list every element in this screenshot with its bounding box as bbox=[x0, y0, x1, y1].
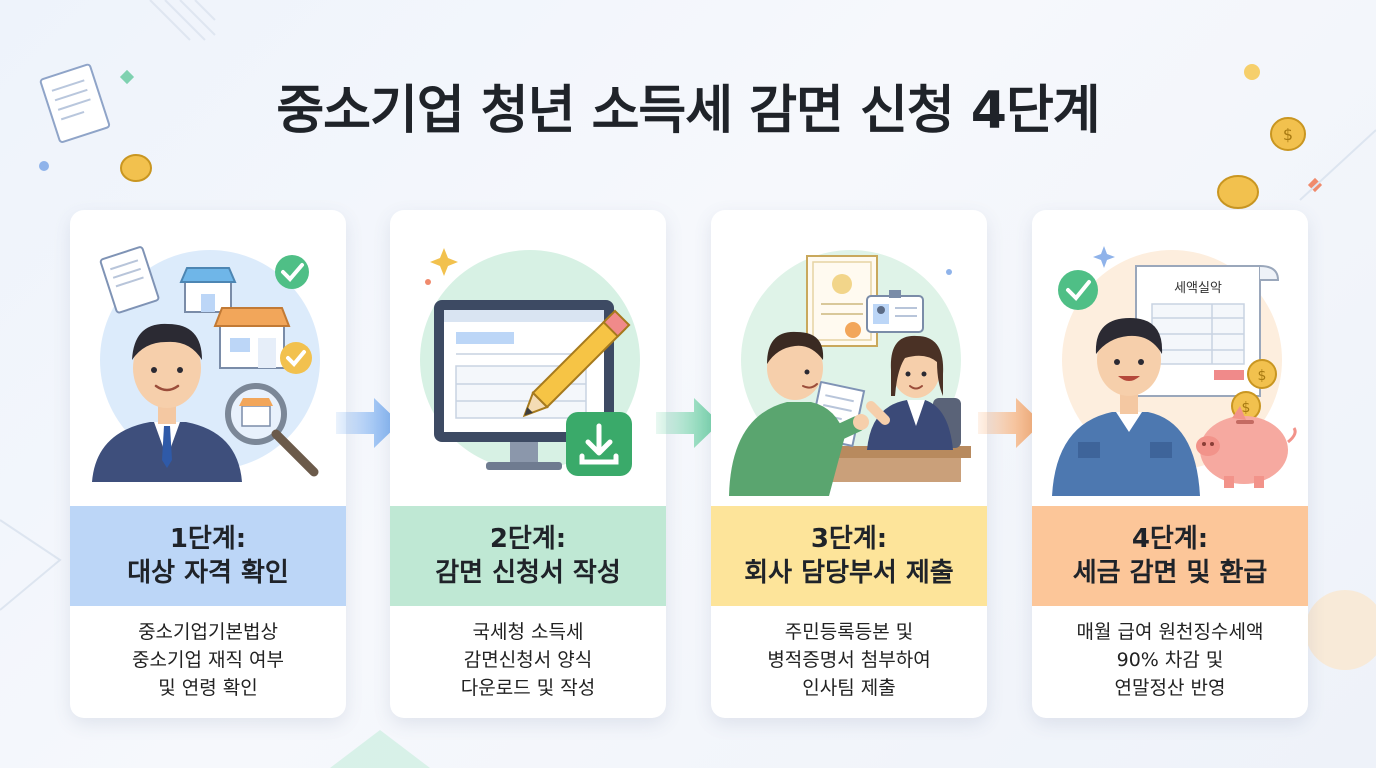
person-icon bbox=[1052, 318, 1200, 496]
pencil-icon bbox=[522, 309, 631, 418]
step-4-label: 4단계: bbox=[1131, 524, 1209, 554]
document-icon bbox=[99, 246, 160, 314]
person-icon bbox=[866, 335, 961, 450]
step-2-description: 국세청 소득세 감면신청서 양식 다운로드 및 작성 bbox=[390, 610, 666, 710]
person-icon bbox=[92, 323, 242, 482]
step-4-illustration: 세액실악 $ $ bbox=[1052, 246, 1297, 496]
coin-icon: $ bbox=[1247, 359, 1277, 389]
download-icon bbox=[566, 412, 632, 476]
step-2-title: 감면 신청서 작성 bbox=[435, 558, 621, 588]
step-3-desc-line: 인사팀 제출 bbox=[802, 677, 896, 699]
step-card-2: 2단계: 감면 신청서 작성 국세청 소득세 감면신청서 양식 다운로드 및 작… bbox=[390, 210, 666, 718]
sparkle-icon bbox=[1093, 246, 1115, 268]
step-card-4: 세액실악 $ $ bbox=[1032, 210, 1308, 718]
certificate-icon bbox=[806, 255, 878, 347]
step-2-illustration bbox=[420, 248, 640, 476]
step-1-desc-line: 및 연령 확인 bbox=[158, 677, 258, 699]
step-2-desc-line: 다운로드 및 작성 bbox=[460, 677, 596, 699]
step-1-description: 중소기업기본법상 중소기업 재직 여부 및 연령 확인 bbox=[70, 610, 346, 710]
step-2-heading: 2단계: 감면 신청서 작성 bbox=[390, 506, 666, 606]
step-4-desc-line: 매월 급여 원천징수세액 bbox=[1076, 621, 1264, 643]
receipt-title: 세액실악 bbox=[1174, 281, 1222, 296]
stripes-decoration bbox=[149, 0, 216, 41]
coin-icon bbox=[1217, 175, 1259, 209]
step-1-heading: 1단계: 대상 자격 확인 bbox=[70, 506, 346, 606]
piggy-bank-icon bbox=[1196, 406, 1297, 488]
receipt-icon: 세액실악 bbox=[1135, 265, 1280, 397]
step-1-desc-line: 중소기업 재직 여부 bbox=[132, 649, 284, 671]
step-4-desc-line: 연말정산 반영 bbox=[1114, 677, 1226, 699]
arrow-right-icon bbox=[336, 398, 400, 448]
step-2-desc-line: 감면신청서 양식 bbox=[463, 649, 593, 671]
step-card-3: 3단계: 회사 담당부서 제출 주민등록등본 및 병적증명서 첨부하여 인사팀 … bbox=[711, 210, 987, 718]
check-icon bbox=[280, 342, 312, 374]
monitor-icon bbox=[434, 300, 614, 470]
svg-text:$: $ bbox=[1258, 368, 1267, 384]
coin-icon bbox=[120, 154, 152, 182]
step-4-desc-line: 90% 차감 및 bbox=[1116, 649, 1224, 671]
person-icon bbox=[729, 331, 869, 496]
step-1-illustration bbox=[92, 246, 320, 482]
magnifier-icon bbox=[225, 383, 319, 477]
step-3-description: 주민등록등본 및 병적증명서 첨부하여 인사팀 제출 bbox=[711, 610, 987, 710]
step-1-title: 대상 자격 확인 bbox=[127, 558, 289, 588]
step-3-desc-line: 병적증명서 첨부하여 bbox=[767, 649, 931, 671]
step-3-label: 3단계: bbox=[810, 524, 888, 554]
step-2-label: 2단계: bbox=[489, 524, 567, 554]
step-card-1: 1단계: 대상 자격 확인 중소기업기본법상 중소기업 재직 여부 및 연령 확… bbox=[70, 210, 346, 718]
step-3-title: 회사 담당부서 제출 bbox=[744, 558, 954, 588]
svg-text:$: $ bbox=[1283, 125, 1293, 144]
step-1-label: 1단계: bbox=[169, 524, 247, 554]
step-4-description: 매월 급여 원천징수세액 90% 차감 및 연말정산 반영 bbox=[1032, 610, 1308, 710]
step-3-desc-line: 주민등록등본 및 bbox=[784, 621, 914, 643]
check-icon bbox=[275, 255, 309, 289]
arrow-right-icon bbox=[978, 398, 1042, 448]
check-icon bbox=[1058, 270, 1098, 310]
arrow-right-icon bbox=[656, 398, 720, 448]
step-4-title: 세금 감면 및 환급 bbox=[1072, 558, 1268, 588]
id-card-icon bbox=[866, 290, 924, 333]
store-icon bbox=[213, 307, 291, 369]
page-title: 중소기업 청년 소득세 감면 신청 4단계 bbox=[276, 81, 1100, 141]
coin-icon: $ bbox=[1270, 117, 1306, 151]
step-1-desc-line: 중소기업기본법상 bbox=[138, 621, 278, 643]
svg-text:$: $ bbox=[1242, 400, 1251, 416]
step-3-illustration bbox=[729, 250, 971, 496]
step-3-heading: 3단계: 회사 담당부서 제출 bbox=[711, 506, 987, 606]
floating-document-icon bbox=[39, 63, 111, 143]
step-2-desc-line: 국세청 소득세 bbox=[472, 621, 584, 643]
step-4-heading: 4단계: 세금 감면 및 환급 bbox=[1032, 506, 1308, 606]
store-icon bbox=[179, 267, 237, 313]
sparkle-icon bbox=[430, 248, 458, 276]
